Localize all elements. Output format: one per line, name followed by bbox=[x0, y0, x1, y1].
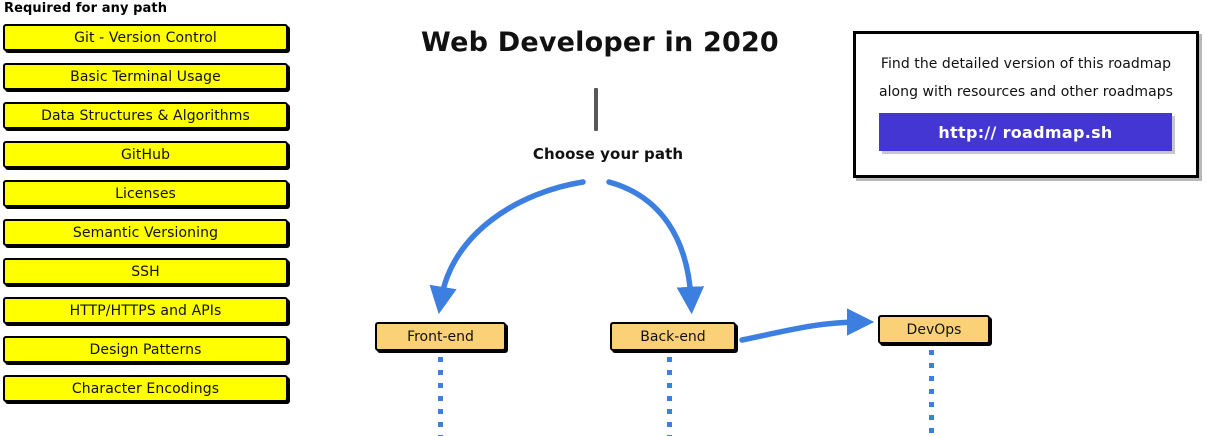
required-item-label: Semantic Versioning bbox=[72, 224, 219, 241]
path-node-frontend[interactable]: Front-end bbox=[375, 322, 506, 351]
required-item-label: GitHub bbox=[120, 146, 171, 163]
roadmap-card-line-1: Find the detailed version of this roadma… bbox=[880, 56, 1172, 72]
roadmap-info-card: Find the detailed version of this roadma… bbox=[853, 31, 1199, 178]
required-section-heading: Required for any path bbox=[4, 1, 168, 16]
required-item-label: Licenses bbox=[115, 185, 176, 202]
required-item-label: SSH bbox=[131, 263, 160, 280]
required-item-terminal[interactable]: Basic Terminal Usage bbox=[3, 63, 288, 90]
required-item-git[interactable]: Git - Version Control bbox=[3, 24, 288, 51]
path-node-backend[interactable]: Back-end bbox=[610, 322, 736, 351]
arrow-backend-to-devops bbox=[739, 308, 875, 343]
title-stem-line bbox=[594, 88, 598, 131]
required-item-character-encodings[interactable]: Character Encodings bbox=[3, 375, 288, 402]
required-item-http-apis[interactable]: HTTP/HTTPS and APIs bbox=[3, 297, 288, 324]
choose-your-path-label: Choose your path bbox=[532, 145, 684, 163]
required-section: Required for any path Git - Version Cont… bbox=[0, 0, 300, 436]
arrow-to-frontend bbox=[429, 179, 586, 315]
required-item-label: Design Patterns bbox=[89, 341, 202, 358]
required-item-licenses[interactable]: Licenses bbox=[3, 180, 288, 207]
page-title: Web Developer in 2020 bbox=[421, 27, 779, 58]
required-item-ssh[interactable]: SSH bbox=[3, 258, 288, 285]
path-node-devops[interactable]: DevOps bbox=[878, 315, 990, 344]
required-item-design-patterns[interactable]: Design Patterns bbox=[3, 336, 288, 363]
required-item-label: HTTP/HTTPS and APIs bbox=[69, 302, 222, 319]
required-items-list: Git - Version Control Basic Terminal Usa… bbox=[0, 24, 300, 414]
dotted-trail-devops bbox=[929, 350, 934, 436]
required-item-label: Git - Version Control bbox=[74, 29, 217, 46]
path-node-label: Back-end bbox=[640, 328, 706, 345]
arrow-to-backend bbox=[606, 179, 705, 315]
path-node-label: DevOps bbox=[906, 321, 962, 338]
required-item-label: Basic Terminal Usage bbox=[70, 68, 221, 85]
required-item-data-structures[interactable]: Data Structures & Algorithms bbox=[3, 102, 288, 129]
roadmap-card-line-2: along with resources and other roadmaps bbox=[878, 84, 1174, 100]
roadmap-link-button[interactable]: http:// roadmap.sh bbox=[879, 113, 1172, 151]
roadmap-link-label: http:// roadmap.sh bbox=[938, 122, 1113, 142]
dotted-trail-backend bbox=[667, 357, 672, 436]
dotted-trail-frontend bbox=[438, 357, 443, 436]
required-item-label: Data Structures & Algorithms bbox=[41, 107, 250, 124]
required-item-label: Character Encodings bbox=[71, 380, 220, 397]
path-node-label: Front-end bbox=[407, 328, 474, 345]
required-item-semantic-versioning[interactable]: Semantic Versioning bbox=[3, 219, 288, 246]
required-item-github[interactable]: GitHub bbox=[3, 141, 288, 168]
